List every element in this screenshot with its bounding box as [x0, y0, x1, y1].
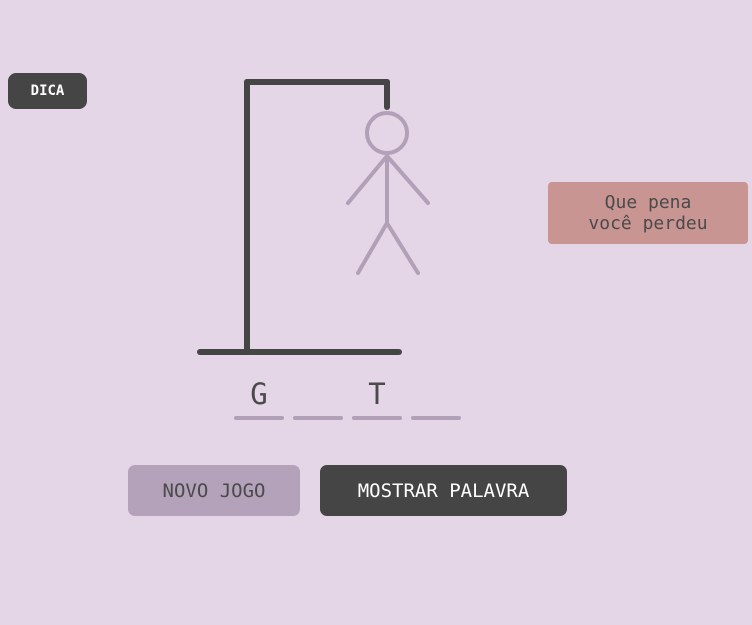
message-line-1: Que pena: [604, 192, 692, 213]
letter-underline: [352, 416, 402, 420]
letter-underline: [293, 416, 343, 420]
show-word-button[interactable]: MOSTRAR PALAVRA: [320, 465, 567, 516]
new-game-button[interactable]: NOVO JOGO: [128, 465, 300, 516]
word-display: G T: [234, 372, 470, 420]
letter-slot: [293, 372, 343, 420]
figure-left-arm: [346, 154, 389, 205]
hint-button[interactable]: DICA: [8, 73, 87, 109]
figure-left-leg: [356, 221, 389, 275]
letter-slot: T: [352, 372, 402, 420]
figure-head: [365, 111, 409, 155]
gallows: [197, 79, 402, 355]
letter-underline: [234, 416, 284, 420]
letter: T: [368, 377, 386, 411]
figure-right-arm: [385, 154, 430, 205]
hangman-figure: [346, 111, 430, 275]
game-over-message: Que pena você perdeu: [548, 182, 748, 244]
letter-slot: G: [234, 372, 284, 420]
letter: G: [250, 377, 268, 411]
message-line-2: você perdeu: [588, 213, 708, 234]
figure-right-leg: [385, 221, 420, 275]
letter-slot: [411, 372, 461, 420]
letter-underline: [411, 416, 461, 420]
